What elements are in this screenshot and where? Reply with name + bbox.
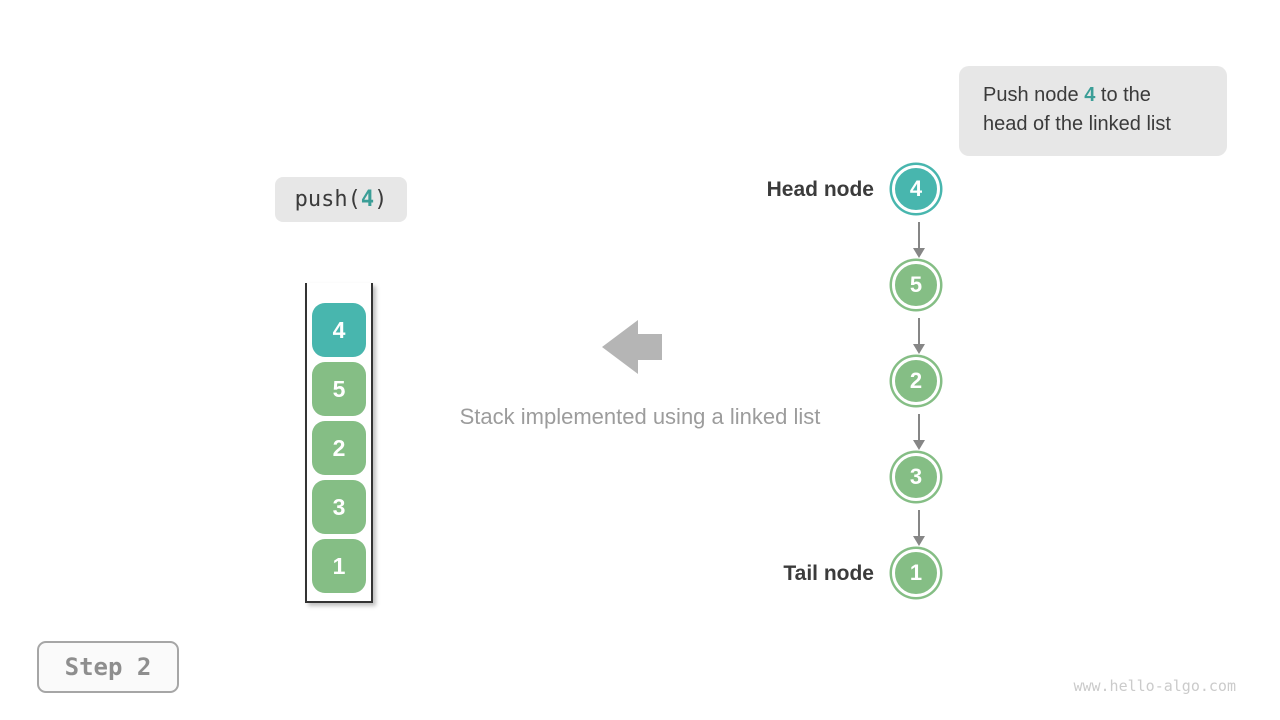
tail-node-label: Tail node [783, 562, 874, 585]
arrow-head [912, 344, 925, 354]
code-label-suffix: ) [374, 187, 388, 212]
step-badge: Step 2 [37, 641, 179, 693]
callout-text-line1-suffix: to the [1095, 84, 1151, 106]
down-arrow-icon [912, 414, 926, 450]
stack-item: 5 [312, 362, 366, 416]
arrow-line [917, 414, 921, 440]
down-arrow-icon [912, 510, 926, 546]
code-label-prefix: push( [294, 187, 361, 212]
code-label: push(4) [275, 177, 407, 222]
arrow-line [917, 510, 921, 536]
linked-list-node: 1 [892, 549, 940, 597]
stack-item: 3 [312, 480, 366, 534]
arrow-head [912, 248, 925, 258]
head-node-label: Head node [766, 178, 874, 201]
stack-item: 1 [312, 539, 366, 593]
arrow-line [917, 318, 921, 344]
caption-text: Stack implemented using a linked list [459, 404, 821, 429]
left-block-arrow-icon [602, 320, 662, 374]
stack-item: 4 [312, 303, 366, 357]
linked-list-node: 3 [892, 453, 940, 501]
arrow-line [917, 222, 921, 248]
stack-item: 2 [312, 421, 366, 475]
down-arrow-icon [912, 318, 926, 354]
callout-highlight-value: 4 [1084, 84, 1096, 106]
down-arrow-icon [912, 222, 926, 258]
linked-list-node: 4 [892, 165, 940, 213]
stack-container: 4 5 2 3 1 [305, 283, 373, 603]
watermark-text: www.hello-algo.com [1073, 677, 1236, 695]
linked-list-node: 5 [892, 261, 940, 309]
arrow-head [912, 440, 925, 450]
callout-text-line2: head of the linked list [983, 113, 1171, 135]
code-label-value: 4 [360, 187, 375, 212]
linked-list-node: 2 [892, 357, 940, 405]
callout-bubble: Push node 4 to the head of the linked li… [959, 66, 1227, 156]
arrow-head [912, 536, 925, 546]
callout-text-line1-prefix: Push node [983, 84, 1085, 106]
